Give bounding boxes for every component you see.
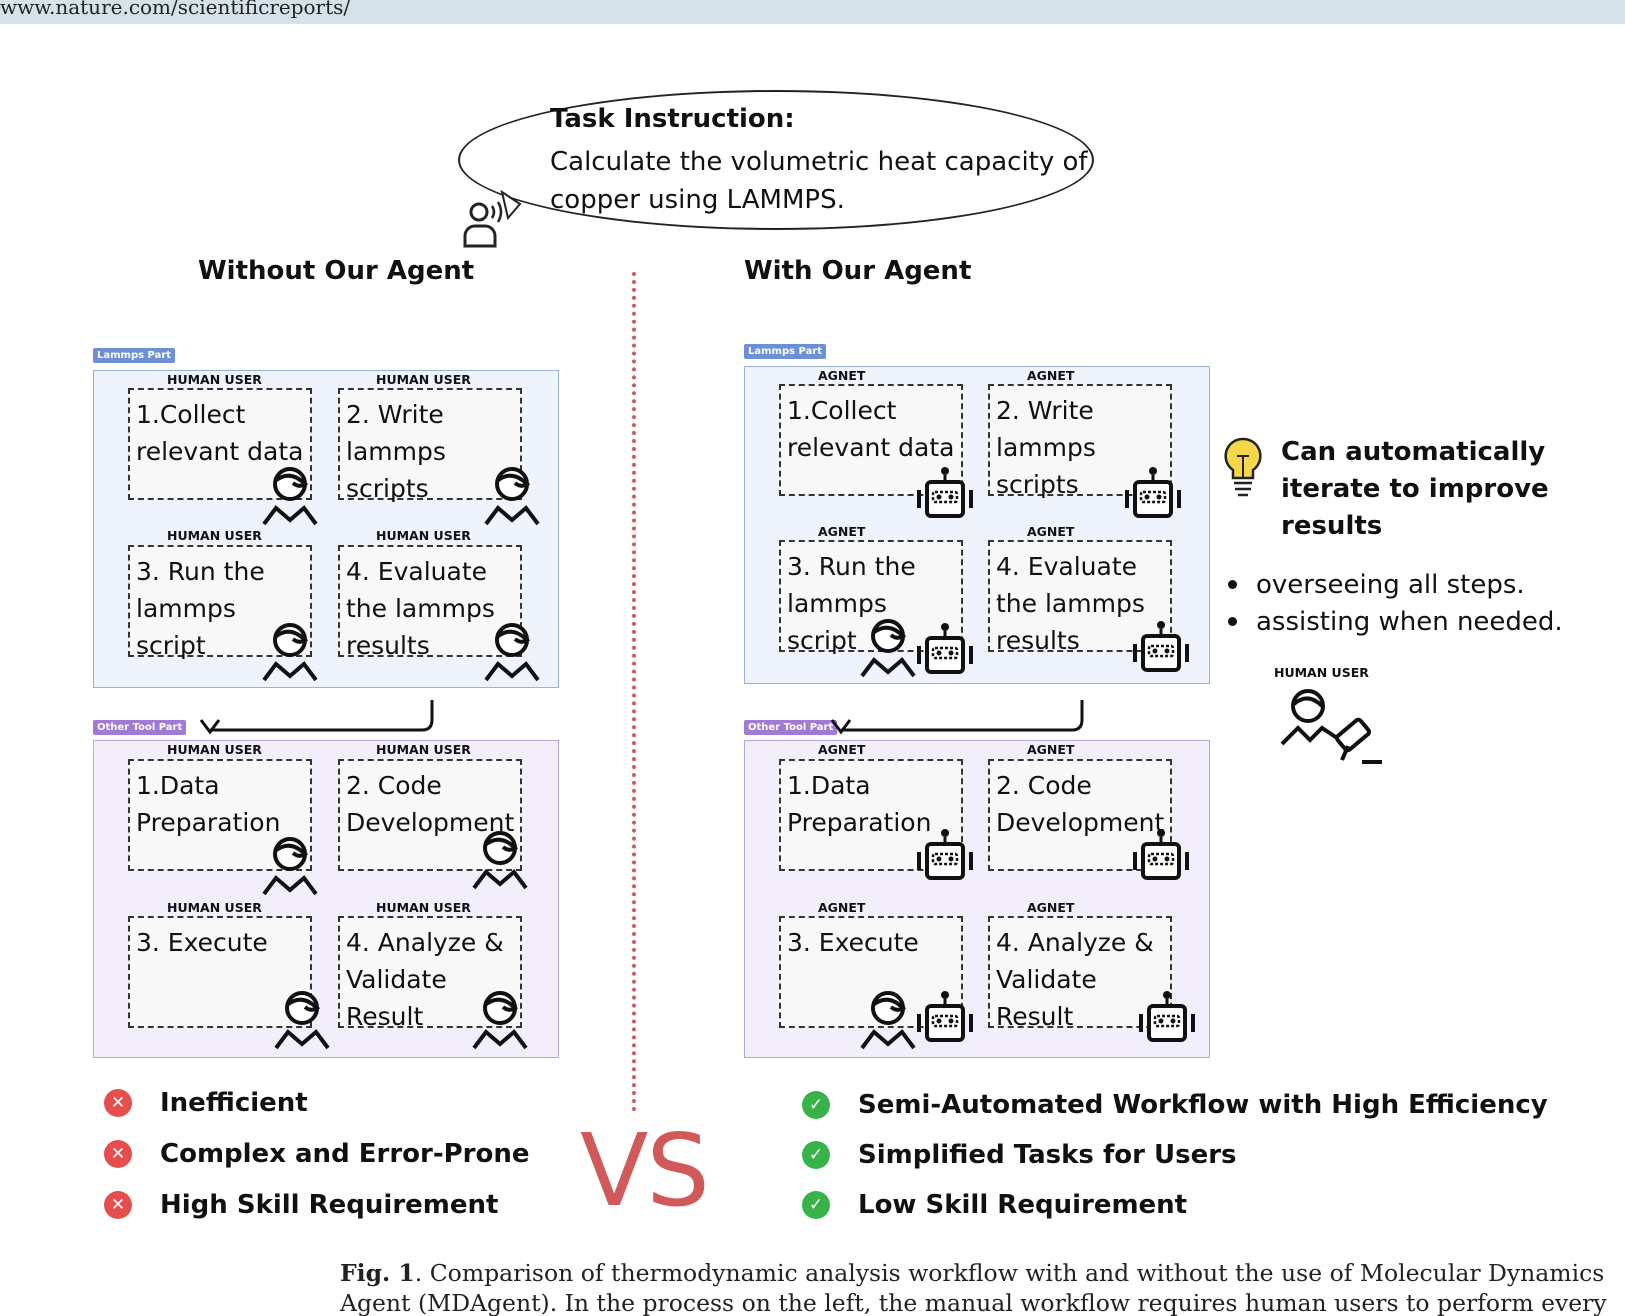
cross-icon: ✕ (104, 1191, 132, 1219)
benefit-text: Semi-Automated Workflow with High Effici… (858, 1090, 1548, 1120)
right-lammps-role-3: AGNET (818, 524, 866, 539)
check-icon: ✓ (802, 1141, 830, 1169)
cross-icon: ✕ (104, 1089, 132, 1117)
caption-line-2: Agent (MDAgent). In the process on the l… (340, 1289, 1607, 1316)
task-text: Calculate the volumetric heat capacity o… (550, 143, 1088, 219)
robot-agent-icon (917, 990, 973, 1042)
drawback-text: Inefficient (160, 1088, 308, 1118)
human-user-icon (484, 623, 540, 682)
note-bullets: overseeing all steps. assisting when nee… (1226, 567, 1563, 641)
right-other-role-4: AGNET (1027, 900, 1075, 915)
human-user-icon (860, 619, 916, 678)
drawback-item: ✕ Complex and Error-Prone (104, 1139, 530, 1169)
left-lammps-step-2: 2. Write lammps scripts (338, 388, 522, 503)
left-other-role-4: HUMAN USER (376, 900, 471, 915)
caption-line-1: Fig. 1. Comparison of thermodynamic anal… (340, 1258, 1610, 1288)
right-lammps-step-3: 3. Run the lammps script (779, 540, 963, 655)
task-title: Task Instruction: (550, 104, 795, 134)
right-lammps-step-4: 4. Evaluate the lammps results (988, 540, 1172, 655)
benefit-item: ✓ Semi-Automated Workflow with High Effi… (802, 1090, 1548, 1120)
overseer-role-label: HUMAN USER (1274, 665, 1369, 680)
robot-agent-icon (917, 622, 973, 674)
human-user-icon (860, 991, 916, 1050)
robot-agent-icon (1125, 466, 1181, 518)
cross-icon: ✕ (104, 1140, 132, 1168)
right-other-tag: Other Tool Part (744, 720, 838, 735)
drawback-item: ✕ High Skill Requirement (104, 1190, 498, 1220)
task-line-1: Calculate the volumetric heat capacity o… (550, 147, 1088, 177)
benefit-text: Low Skill Requirement (858, 1190, 1188, 1220)
drawback-item: ✕ Inefficient (104, 1088, 308, 1118)
right-other-role-1: AGNET (818, 742, 866, 757)
right-other-step-2: 2. Code Development (988, 759, 1172, 871)
left-lammps-role-4: HUMAN USER (376, 528, 471, 543)
speaker-person-icon (463, 190, 522, 248)
left-lammps-step-4: 4. Evaluate the lammps results (338, 545, 522, 660)
task-line-2: copper using LAMMPS. (550, 185, 845, 215)
left-lammps-step-3: 3. Run the lammps script (128, 545, 312, 660)
right-lammps-tag: Lammps Part (744, 344, 827, 359)
check-icon: ✓ (802, 1091, 830, 1119)
left-lammps-role-1: HUMAN USER (167, 372, 262, 387)
right-other-role-3: AGNET (818, 900, 866, 915)
left-other-tag: Other Tool Part (93, 720, 187, 735)
caption-text-1: . Comparison of thermodynamic analysis w… (414, 1259, 1605, 1287)
left-other-role-2: HUMAN USER (376, 742, 471, 757)
human-user-icon (484, 467, 540, 526)
drawback-text: High Skill Requirement (160, 1190, 499, 1220)
figure-caption: Fig. 1. Comparison of thermodynamic anal… (340, 1258, 1610, 1316)
right-heading: With Our Agent (744, 256, 972, 286)
human-user-icon (472, 831, 528, 890)
left-lammps-role-2: HUMAN USER (376, 372, 471, 387)
human-user-icon (472, 991, 528, 1050)
center-divider (632, 272, 636, 1112)
left-other-role-1: HUMAN USER (167, 742, 262, 757)
human-overseer-icon (1280, 689, 1382, 764)
human-user-icon (262, 623, 318, 682)
right-lammps-role-2: AGNET (1027, 368, 1075, 383)
left-flow-arrow (199, 700, 434, 735)
left-lammps-role-3: HUMAN USER (167, 528, 262, 543)
right-lammps-step-2: 2. Write lammps scripts (988, 384, 1172, 499)
benefit-text: Simplified Tasks for Users (858, 1140, 1237, 1170)
left-lammps-tag: Lammps Part (93, 348, 176, 363)
note-bullet: overseeing all steps. (1226, 567, 1563, 604)
left-heading: Without Our Agent (198, 256, 475, 286)
robot-agent-icon (1139, 990, 1195, 1042)
robot-agent-icon (1133, 828, 1189, 880)
right-lammps-step-1: 1.Collect relevant data (779, 384, 963, 496)
check-icon: ✓ (802, 1191, 830, 1219)
caption-label: Fig. 1 (340, 1259, 415, 1287)
right-lammps-role-1: AGNET (818, 368, 866, 383)
robot-agent-icon (1133, 620, 1189, 672)
note-bullet: assisting when needed. (1226, 604, 1563, 641)
drawback-text: Complex and Error-Prone (160, 1139, 530, 1169)
task-speech-bubble (458, 90, 1094, 230)
right-other-role-2: AGNET (1027, 742, 1075, 757)
vs-label: VS (580, 1112, 710, 1229)
note-title: Can automatically iterate to improve res… (1281, 437, 1549, 541)
left-other-role-3: HUMAN USER (167, 900, 262, 915)
human-user-icon (262, 837, 318, 896)
benefit-item: ✓ Low Skill Requirement (802, 1190, 1187, 1220)
benefit-item: ✓ Simplified Tasks for Users (802, 1140, 1237, 1170)
robot-agent-icon (917, 828, 973, 880)
journal-url-bar: www.nature.com/scientificreports/ (0, 0, 1625, 24)
right-other-step-4: 4. Analyze & Validate Result (988, 916, 1172, 1031)
lightbulb-icon (1224, 437, 1262, 497)
left-other-step-3: 3. Execute (128, 916, 312, 1028)
right-lammps-role-4: AGNET (1027, 524, 1075, 539)
human-user-icon (262, 467, 318, 526)
human-user-icon (274, 991, 330, 1050)
right-flow-arrow (830, 700, 1084, 735)
robot-agent-icon (917, 466, 973, 518)
